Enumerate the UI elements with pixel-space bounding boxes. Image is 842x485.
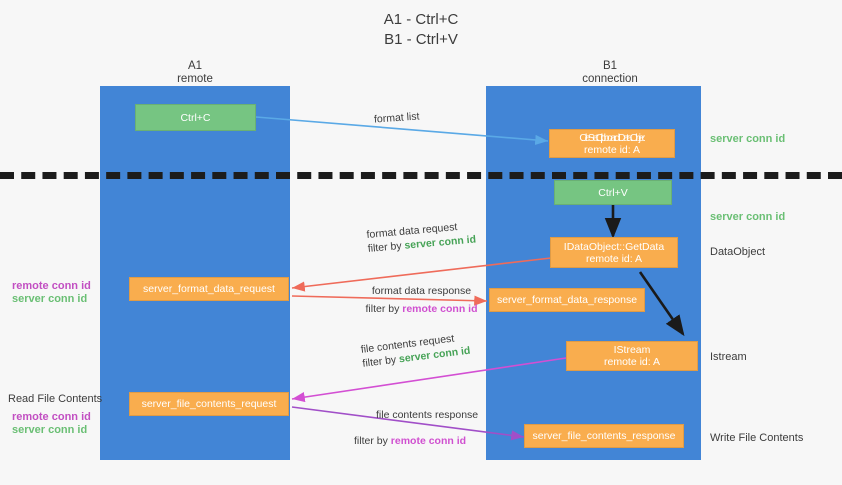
left-label-server-conn-id-1: server conn id — [12, 293, 88, 305]
filter-value: remote conn id — [402, 303, 478, 315]
right-label-dataobject: DataObject — [710, 246, 766, 258]
node-ole-set-clipboard[interactable]: OleSetClipboard IDataObject remote id: A — [549, 129, 675, 158]
left-label-remote-conn-id-2: remote conn id — [12, 411, 91, 423]
edge-label-format-data-request: format data request filter by server con… — [366, 219, 477, 256]
left-label-server-conn-id-2: server conn id — [12, 424, 88, 436]
node-ctrl-c-label: Ctrl+C — [180, 111, 211, 124]
phase-divider — [0, 172, 842, 179]
right-label-server-conn-id-top: server conn id — [710, 133, 786, 145]
node-istream[interactable]: IStream remote id: A — [566, 341, 698, 371]
node-ctrl-v-label: Ctrl+V — [598, 186, 628, 199]
edge-label-format-list-text: format list — [373, 110, 420, 126]
node-format-data-response-label: server_format_data_response — [496, 294, 638, 306]
column-header-a1: A1 remote — [115, 60, 275, 86]
node-ctrl-v[interactable]: Ctrl+V — [554, 180, 672, 205]
page-title: A1 - Ctrl+C B1 - Ctrl+V — [383, 11, 459, 48]
edge-label-file-contents-response-filter: filter by remote conn id — [354, 434, 466, 448]
node-file-contents-request-label: server_file_contents_request — [141, 398, 277, 410]
node-format-data-request[interactable]: server_format_data_request — [129, 277, 289, 301]
column-header-b1-sub: connection — [582, 73, 638, 85]
filter-prefix: filter by — [365, 303, 403, 315]
right-label-istream: Istream — [710, 351, 747, 363]
node-getdata[interactable]: IDataObject::GetData remote id: A — [550, 237, 678, 268]
node-getdata-label: IDataObject::GetData — [563, 240, 665, 253]
filter-value: remote conn id — [390, 435, 467, 447]
column-header-b1-name: B1 — [602, 60, 618, 72]
right-label-write-file-contents: Write File Contents — [710, 432, 804, 444]
node-ole-set-clipboard-sub: remote id: A — [583, 143, 641, 156]
node-ole-set-clipboard-label: OleSetClipboard IDataObject — [579, 131, 645, 144]
node-getdata-sub: remote id: A — [585, 252, 643, 265]
node-format-data-response[interactable]: server_format_data_response — [489, 288, 645, 312]
node-file-contents-request[interactable]: server_file_contents_request — [129, 392, 289, 416]
node-file-contents-response-label: server_file_contents_response — [532, 430, 676, 442]
filter-prefix: filter by — [361, 353, 400, 370]
edge-label-format-data-response: format data response filter by remote co… — [334, 284, 509, 316]
edge-label-format-list: format list — [374, 109, 420, 126]
column-header-a1-sub: remote — [177, 73, 213, 85]
filter-prefix: filter by — [354, 435, 391, 447]
node-ctrl-c[interactable]: Ctrl+C — [135, 104, 256, 131]
right-label-server-conn-id-second: server conn id — [710, 211, 786, 223]
column-header-b1: B1 connection — [530, 60, 690, 86]
edge-label-format-data-response-filter: filter by remote conn id — [334, 302, 509, 316]
node-file-contents-response[interactable]: server_file_contents_response — [524, 424, 684, 448]
edge-label-file-contents-response-text: file contents response — [376, 409, 479, 421]
node-istream-sub: remote id: A — [603, 356, 661, 368]
edge-label-file-contents-request: file contents request filter by server c… — [360, 330, 471, 371]
edge-label-format-data-response-text: format data response — [371, 285, 472, 297]
column-header-a1-name: A1 — [187, 60, 203, 72]
filter-prefix: filter by — [367, 239, 405, 255]
edge-label-file-contents-response: file contents response — [376, 408, 478, 422]
left-label-read-file-contents: Read File Contents — [8, 393, 103, 405]
node-format-data-request-label: server_format_data_request — [143, 283, 275, 295]
node-istream-label: IStream — [613, 344, 651, 356]
left-label-remote-conn-id-1: remote conn id — [12, 280, 91, 292]
